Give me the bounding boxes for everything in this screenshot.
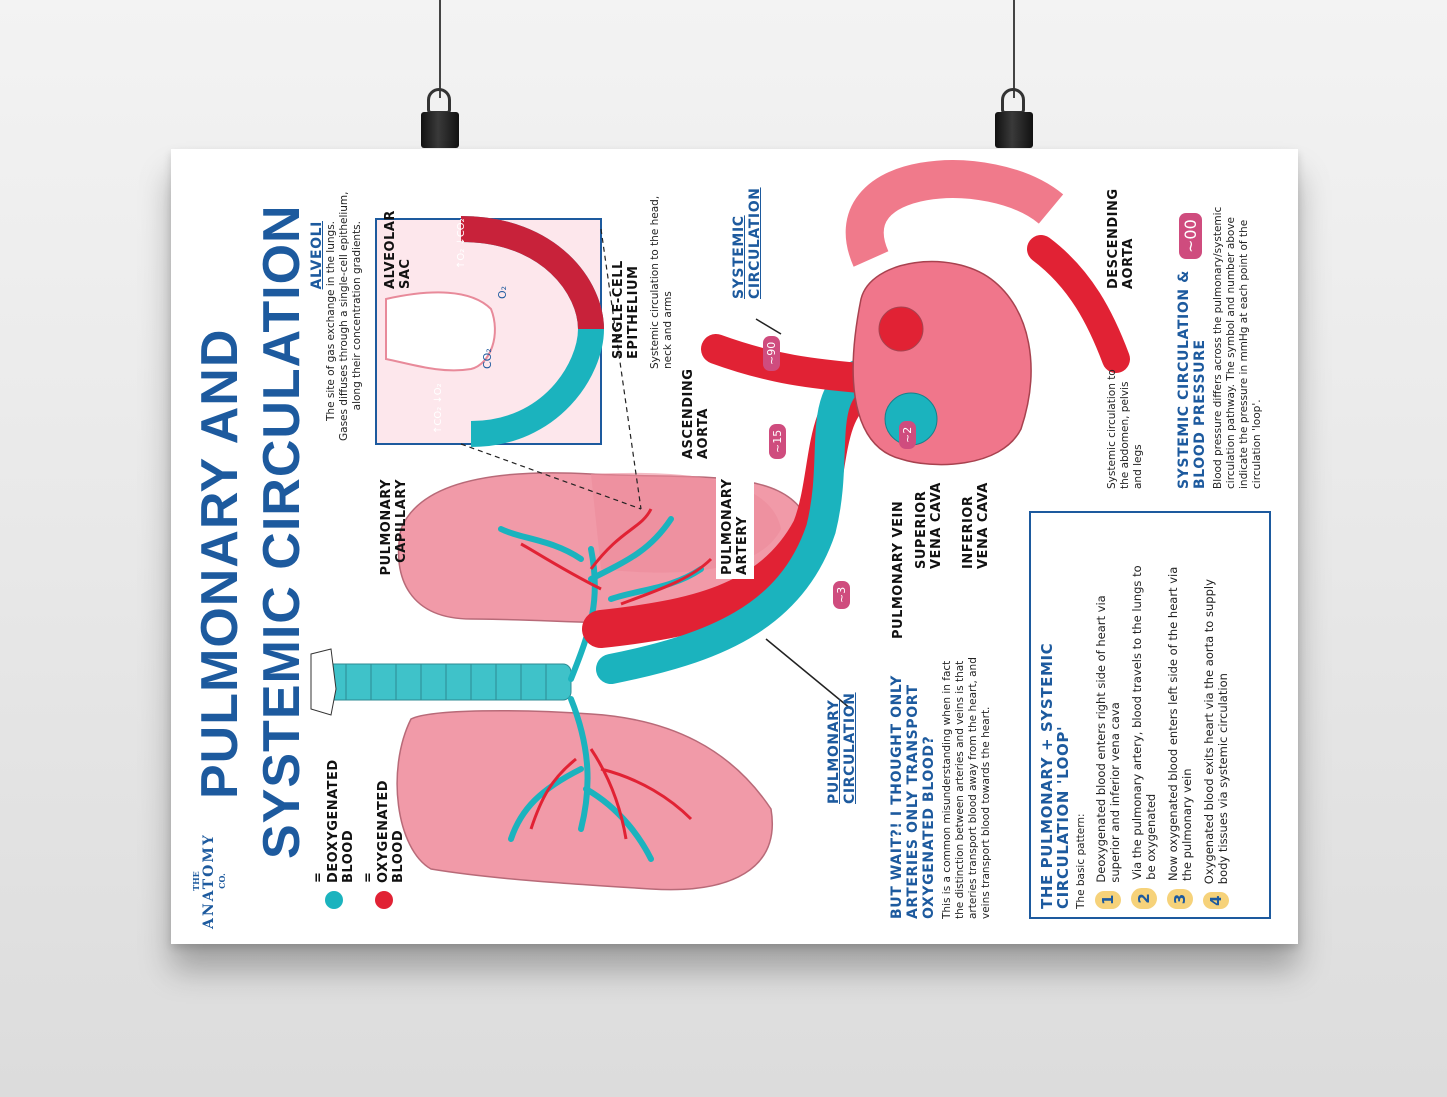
- but-wait-line-4: veins transport blood towards the heart.: [980, 706, 992, 919]
- pulmonary-bracket: [765, 638, 852, 710]
- step-text-2: Via the pulmonary artery, blood travels …: [1130, 565, 1158, 880]
- legend-oxygenated: = OXYGENATED BLOOD: [361, 773, 406, 909]
- but-wait-heading-1: BUT WAIT?! I THOUGHT ONLY: [889, 675, 905, 919]
- blood-pressure-line-1: Blood pressure differs across the pulmon…: [1212, 206, 1224, 489]
- step-text-1: Deoxygenated blood enters right side of …: [1094, 595, 1122, 883]
- ascending-aorta-label: ASCENDING AORTA: [681, 368, 711, 459]
- pulmonary-capillary-label: PULMONARY CAPILLARY: [379, 479, 409, 576]
- legend-deoxygenated: = DEOXYGENATED BLOOD: [311, 759, 356, 909]
- alveolar-sac-label: ALVEOLAR SAC: [383, 210, 413, 289]
- single-cell-epithelium-label: SINGLE-CELL EPITHELIUM: [611, 260, 641, 359]
- pulmonary-vein-label: PULMONARY VEIN: [891, 500, 906, 639]
- heart-left-chamber: [878, 306, 924, 352]
- loop-box-frame: [1029, 511, 1271, 919]
- loop-step-4: 4 Oxygenated blood exits heart via the a…: [1202, 549, 1230, 909]
- step-number-4: 4: [1203, 892, 1229, 909]
- aortic-arch: [845, 160, 1064, 267]
- capillary-oxygenated-part: [460, 216, 604, 330]
- pulmonary-artery-label: PULMONARY ARTERY: [716, 471, 754, 579]
- descending-aorta-vessel: [1027, 235, 1130, 373]
- alveoli-description: ALVEOLI The site of gas exchange in the …: [309, 191, 364, 442]
- brand-logo: THE ANATOMY CO.: [191, 833, 227, 929]
- anatomy-poster: PULMONARY AND SYSTEMIC CIRCULATION THE A…: [171, 149, 1298, 944]
- blood-pressure-line-4: circulation 'loop'.: [1251, 399, 1263, 489]
- flow-bottom-label: ↑CO₂ ↓O₂: [433, 383, 444, 434]
- blood-pressure-heading-1: SYSTEMIC CIRCULATION &: [1176, 270, 1192, 489]
- legend-deoxygenated-text: = DEOXYGENATED BLOOD: [311, 759, 356, 883]
- blood-pressure-heading-2: BLOOD PRESSURE: [1192, 339, 1208, 489]
- arteriole-tree-upper: [520, 508, 713, 606]
- step-text-4: Oxygenated blood exits heart via the aor…: [1202, 579, 1230, 885]
- brand-middle: ANATOMY: [201, 833, 217, 929]
- alveoli-desc-1: The site of gas exchange in the lungs.: [325, 221, 337, 421]
- descending-aorta-label: DESCENDING AORTA: [1106, 188, 1136, 289]
- inset-pointer-line-2: [460, 443, 642, 510]
- heart: [852, 260, 1032, 466]
- binder-clip-left: [421, 88, 459, 152]
- loop-step-3: 3 Now oxygenated blood enters left side …: [1166, 549, 1194, 909]
- pressure-badge-pulmonary-vein: ~3: [833, 580, 850, 609]
- blood-pressure-line-3: indicate the pressure in mmHg at each po…: [1238, 219, 1250, 489]
- but-wait-block: BUT WAIT?! I THOUGHT ONLY ARTERIES ONLY …: [889, 639, 993, 919]
- step-number-1: 1: [1095, 890, 1121, 909]
- systemic-head-text: Systemic circulation to the head, neck a…: [649, 195, 674, 369]
- alveoli-desc-2: Gases diffuses through a single-cell epi…: [338, 191, 350, 442]
- loop-step-1: 1 Deoxygenated blood enters right side o…: [1094, 549, 1122, 909]
- loop-step-2: 2 Via the pulmonary artery, blood travel…: [1130, 549, 1158, 909]
- poster-title-line-2: SYSTEMIC CIRCULATION: [253, 204, 311, 859]
- blood-pressure-block: SYSTEMIC CIRCULATION & BLOOD PRESSURE Bl…: [1176, 199, 1264, 489]
- step-number-2: 2: [1131, 887, 1157, 909]
- systemic-circulation-label-top: SYSTEMIC CIRCULATION: [731, 187, 763, 299]
- trachea: [310, 648, 572, 716]
- circulation-illustration: [310, 160, 1130, 891]
- arteriole-tree-lower: [529, 748, 693, 840]
- superior-vena-cava-label: SUPERIOR VENA CAVA: [914, 482, 944, 569]
- loop-box: THE PULMONARY + SYSTEMIC CIRCULATION 'LO…: [1038, 519, 1238, 909]
- alveolar-sac-shape: [385, 291, 496, 372]
- gas-o2-label: O₂: [496, 285, 509, 299]
- loop-heading-1: THE PULMONARY + SYSTEMIC: [1038, 642, 1056, 909]
- brand-bottom: CO.: [217, 873, 227, 889]
- step-text-3: Now oxygenated blood enters left side of…: [1166, 566, 1194, 881]
- loop-heading-2: CIRCULATION 'LOOP': [1054, 725, 1072, 909]
- pressure-badge-right-heart: ~2: [899, 420, 916, 449]
- pressure-badge-pulmonary-artery: ~15: [769, 423, 786, 459]
- pulmonary-circulation-label: PULMONARY CIRCULATION: [826, 692, 858, 804]
- aorta-branch: [701, 334, 886, 394]
- systemic-bracket: [755, 318, 782, 335]
- but-wait-line-3: arteries transport blood away from the h…: [967, 657, 979, 919]
- inset-pointer-line: [600, 228, 642, 510]
- but-wait-line-1: This is a common misunderstanding when i…: [941, 660, 953, 919]
- brand-top: THE: [191, 871, 201, 891]
- hanging-wire-right: [1013, 0, 1015, 98]
- alveoli-heading: ALVEOLI: [309, 221, 325, 290]
- legend-oxygenated-text: = OXYGENATED BLOOD: [361, 779, 406, 883]
- pressure-badge-aorta: ~90: [763, 335, 780, 371]
- hanging-wire-left: [439, 0, 441, 98]
- bronchial-tree-lower: [508, 696, 654, 862]
- poster-title-line-1: PULMONARY AND: [191, 328, 249, 799]
- alveoli-desc-3: along their concentration gradients.: [351, 221, 363, 411]
- but-wait-heading-2: ARTERIES ONLY TRANSPORT: [905, 684, 921, 919]
- loop-intro: The basic pattern:: [1075, 813, 1087, 909]
- blood-pressure-line-2: circulation pathway. The symbol and numb…: [1225, 216, 1237, 489]
- systemic-lower-text: Systemic circulation to the abdomen, pel…: [1106, 369, 1144, 489]
- but-wait-heading-3: OXYGENATED BLOOD?: [921, 735, 937, 919]
- gas-co2-label: CO₂: [481, 348, 494, 369]
- binder-clip-right: [995, 88, 1033, 152]
- step-number-3: 3: [1167, 888, 1193, 909]
- deoxygenated-swatch: [324, 891, 343, 909]
- oxygenated-swatch: [374, 891, 393, 909]
- but-wait-line-2: the distinction between arteries and vei…: [954, 660, 966, 919]
- flow-top-label: ↑O₂ ↓CO₂: [456, 218, 467, 269]
- inferior-vena-cava-label: INFERIOR VENA CAVA: [961, 482, 991, 569]
